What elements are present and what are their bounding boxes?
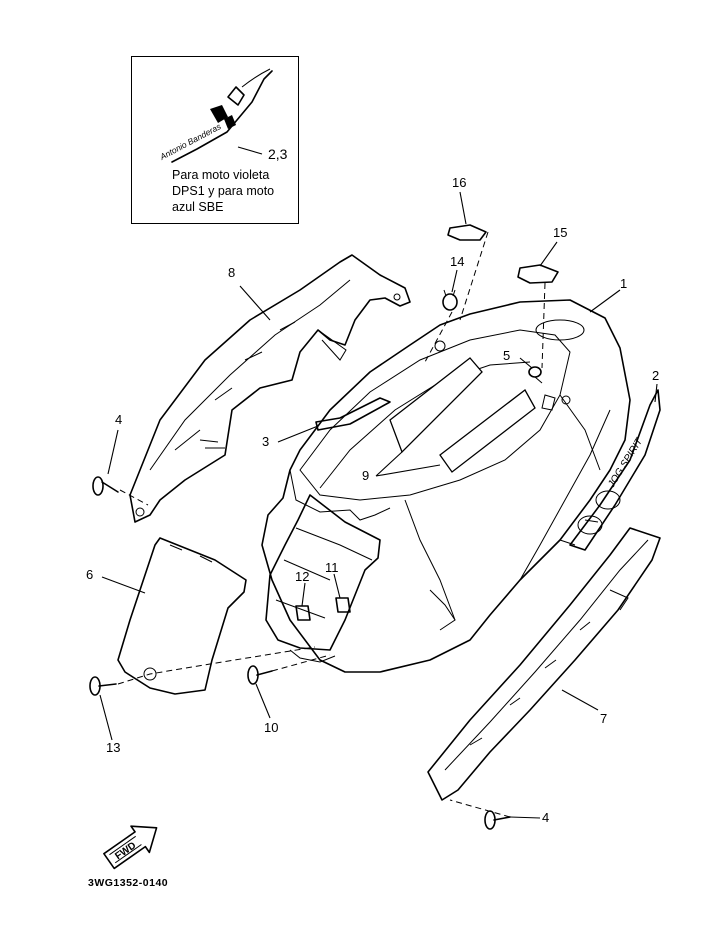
part-3-strip: [315, 397, 391, 431]
callout-3: 3: [262, 434, 269, 449]
callout-9: 9: [362, 468, 369, 483]
callout-1: 1: [620, 276, 627, 291]
inset-note-line: Para moto violeta: [172, 168, 270, 182]
inset-decal-text: Antonio Banderas: [157, 121, 223, 162]
decal-inset-box: Antonio Banderas 2,3 Para moto violeta D…: [131, 56, 299, 224]
part-1-body-cover: [261, 299, 631, 673]
part-10-screw: [247, 665, 273, 685]
leader-lines: [99, 191, 658, 819]
part-13-screw: [89, 676, 117, 696]
part-11-clip: [335, 597, 351, 613]
part-14-grommet: [442, 289, 458, 311]
callout-6: 6: [86, 567, 93, 582]
callout-4-lower: 4: [542, 810, 549, 825]
inset-note-line: DPS1 y para moto: [172, 184, 275, 198]
part-5-screw: [528, 366, 543, 384]
part-2-side-decal: JOG SPIRIT: [569, 389, 661, 551]
fwd-arrow: FWD: [103, 825, 158, 870]
callout-4-upper: 4: [115, 412, 122, 427]
callout-16: 16: [452, 175, 466, 190]
part-7-lower-rail: [427, 527, 661, 801]
inset-note: Para moto violeta DPS1 y para moto azul …: [172, 167, 274, 215]
callout-15: 15: [553, 225, 567, 240]
part-15-cap: [517, 264, 559, 284]
inset-note-line: azul SBE: [172, 200, 224, 214]
callouts: 1 2 3 4 4 5 6 7 8 9 10 11 12 13 14 15 16: [86, 175, 659, 825]
alignment-lines: [117, 231, 546, 818]
callout-13: 13: [106, 740, 120, 755]
inset-decal-drawing: Antonio Banderas: [157, 68, 273, 163]
callout-2-3: 2,3: [268, 146, 288, 162]
callout-5: 5: [503, 348, 510, 363]
callout-8: 8: [228, 265, 235, 280]
callout-2: 2: [652, 368, 659, 383]
part-9-seat-pads: [389, 357, 536, 473]
callout-14: 14: [450, 254, 464, 269]
part-6-access-lid: [117, 537, 247, 695]
part-4-screw-upper: [92, 476, 119, 496]
callout-11: 11: [325, 560, 339, 575]
fwd-label: FWD: [113, 840, 138, 862]
part-12-clip: [295, 605, 311, 621]
part-8-side-rail: [129, 254, 411, 523]
callout-12: 12: [295, 569, 309, 584]
callout-10: 10: [264, 720, 278, 735]
part-16-cap: [447, 224, 487, 241]
callout-7: 7: [600, 711, 607, 726]
drawing-code: 3WG1352-0140: [88, 877, 169, 889]
